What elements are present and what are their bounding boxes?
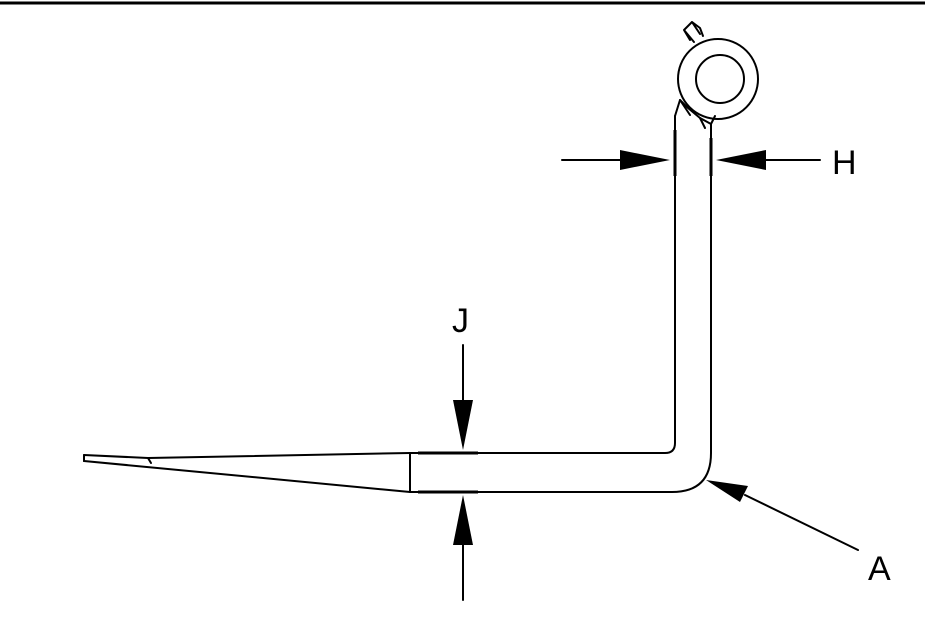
label-a: A: [868, 550, 891, 588]
fork-blade-taper: [83, 460, 411, 493]
hook-bolt: [683, 21, 704, 43]
a-leader: [744, 494, 859, 551]
label-j: J: [452, 302, 469, 340]
h-right-arrow: [716, 150, 766, 170]
fork-shank-bevel: [679, 99, 716, 129]
dimension-j: J: [418, 302, 478, 601]
j-top-arrow: [453, 400, 473, 450]
fork-blade-bottom-edge: [409, 123, 712, 493]
fork-body: [83, 99, 716, 493]
fork-shank-top: [674, 99, 712, 125]
callout-a: A: [706, 480, 891, 588]
fork-hook: [677, 21, 759, 120]
hook-inner-ring: [695, 54, 745, 104]
fork-blade-tip: [83, 452, 411, 462]
fork-blade-top-edge: [409, 115, 676, 454]
label-h: H: [832, 144, 857, 182]
dimension-h: H: [561, 130, 857, 182]
h-left-arrow: [620, 150, 670, 170]
hook-outer-ring: [677, 38, 759, 120]
j-bottom-arrow: [453, 495, 473, 545]
fork-blade-bevel: [147, 457, 152, 464]
a-arrow: [706, 480, 748, 502]
